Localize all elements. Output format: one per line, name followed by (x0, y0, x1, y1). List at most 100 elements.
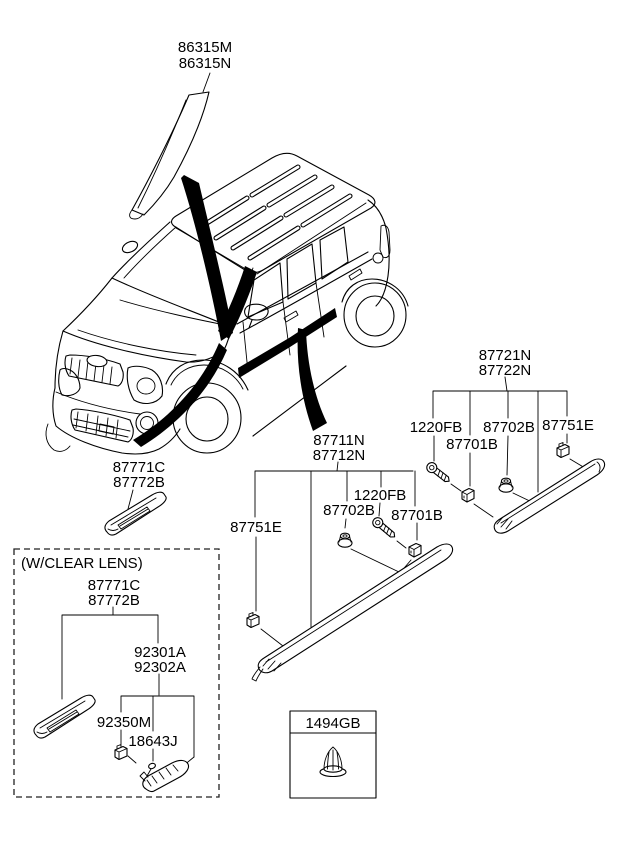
rear-rim (355, 295, 395, 337)
vehicle-illustration (45, 152, 409, 455)
fender-garnish-part (33, 694, 96, 739)
windshield (111, 221, 171, 279)
headlight-left (58, 367, 81, 397)
push-clip-icon (319, 746, 347, 778)
quarter-window (319, 226, 349, 280)
bulb-socket-icon (146, 762, 156, 777)
taillight (379, 224, 391, 259)
pointer-to-garnish-label (133, 343, 227, 447)
lamp-pad-icon (114, 743, 128, 761)
part-label-18643j: 18643J (128, 733, 177, 750)
part-label-87722n: 87722N (479, 362, 532, 379)
bracket-lines (432, 376, 568, 493)
part-label-87701b: 87701B (446, 436, 498, 453)
leader-lines (450, 458, 586, 518)
front-door-molding-part (251, 543, 454, 682)
far-front-wheel (45, 423, 71, 452)
side-mirror (244, 303, 269, 329)
part-label-87771c: 87771C (88, 577, 141, 594)
clip-icon (461, 487, 475, 503)
roof-ribs (196, 164, 353, 261)
lower-intake (70, 408, 134, 443)
hood (62, 277, 232, 363)
part-label-87772b: 87772B (113, 474, 165, 491)
front-rim (185, 396, 229, 442)
clip-icon (408, 542, 422, 558)
fog-lamp-inner (140, 416, 154, 430)
rear-tire (343, 282, 407, 348)
part-label-86315m: 86315M (178, 39, 232, 56)
retainer-box-border (289, 710, 377, 799)
retainer-clip-box: 1494GB (289, 710, 377, 799)
front-door-window (247, 262, 284, 318)
pointer-to-door-molding-label (297, 328, 327, 431)
grille-hatch (69, 357, 113, 385)
pillar-molding-end-curl (129, 209, 144, 220)
door-handle-rear (348, 268, 363, 281)
brand-badge (86, 354, 108, 368)
part-label-87701b: 87701B (391, 507, 443, 524)
rear-wheel-arch (341, 278, 409, 307)
headlight-right (126, 365, 164, 405)
front-wheel-arch-inner (170, 364, 244, 390)
option-box-border (13, 548, 220, 798)
part-label-87721n: 87721N (479, 347, 532, 364)
end-cap-clip-icon (246, 611, 260, 629)
door-molding-strip (238, 308, 337, 378)
bracket-lines (254, 461, 418, 628)
rear-door-window (286, 243, 317, 300)
part-label-86315n: 86315N (179, 55, 232, 72)
front-wheel-arch (165, 359, 249, 391)
beltline (236, 251, 373, 334)
part-label-87702b: 87702B (323, 502, 375, 519)
front-fender-edge (54, 330, 64, 389)
leader-line (127, 489, 134, 510)
bolt-icon (424, 460, 453, 486)
grommet-nut-icon (337, 532, 353, 548)
part-label-87772b: 87772B (88, 592, 140, 609)
leader-lines (260, 540, 412, 647)
front-tire (172, 382, 242, 454)
fender-garnish-group: 87771C 87772B (104, 459, 167, 536)
part-label-87751e: 87751E (230, 519, 282, 536)
part-label-87751e: 87751E (542, 417, 594, 434)
door-handle-front (283, 310, 299, 323)
intake-mesh (72, 411, 131, 439)
part-label-1494gb: 1494GB (305, 715, 360, 732)
bumper-top-line (55, 391, 141, 415)
rocker-line (252, 365, 347, 437)
part-label-92301a: 92301A (134, 644, 186, 661)
part-label-1220fb: 1220FB (410, 419, 463, 436)
rear-door-molding-part (493, 458, 606, 534)
leader-line (202, 72, 211, 93)
part-label-87702b: 87702B (483, 419, 535, 436)
hood-crease (77, 299, 226, 356)
fender-garnish-part (104, 491, 167, 536)
windshield-inner-line (123, 226, 177, 279)
front-door-molding-group: 87711N 87712N 87751E 1220FB 87702B 87701… (230, 432, 454, 682)
part-label-87711n: 87711N (313, 432, 364, 449)
part-label-87712n: 87712N (313, 447, 366, 464)
pillar-molding-inner-line (137, 99, 187, 209)
grommet-nut-icon (498, 477, 514, 493)
part-label-1220fb: 1220FB (354, 487, 407, 504)
tailgate-edge (367, 199, 390, 307)
clear-lens-option-box: (W/CLEAR LENS) 87771C 87772B 92301A 9230… (13, 548, 220, 798)
front-bumper (52, 387, 181, 455)
rear-door-molding-group: 87721N 87722N 1220FB 87701B 87702B 87751… (410, 347, 606, 534)
end-cap-clip-icon (556, 441, 570, 459)
a-pillar-strip (218, 266, 257, 339)
rear-marker (372, 252, 384, 264)
part-label-87771c: 87771C (113, 459, 166, 476)
option-heading: (W/CLEAR LENS) (21, 555, 143, 572)
windshield-pillar-molding-group: 86315M 86315N (129, 39, 232, 220)
bracket-lines (61, 606, 195, 762)
tow-hook (98, 423, 115, 435)
pillar-molding-highlight (181, 175, 233, 341)
side-marker-lamp-part (139, 759, 190, 793)
part-label-92302a: 92302A (134, 659, 186, 676)
headlight-projector (136, 377, 156, 395)
part-label-92350m: 92350M (97, 714, 151, 731)
far-mirror (121, 240, 139, 254)
